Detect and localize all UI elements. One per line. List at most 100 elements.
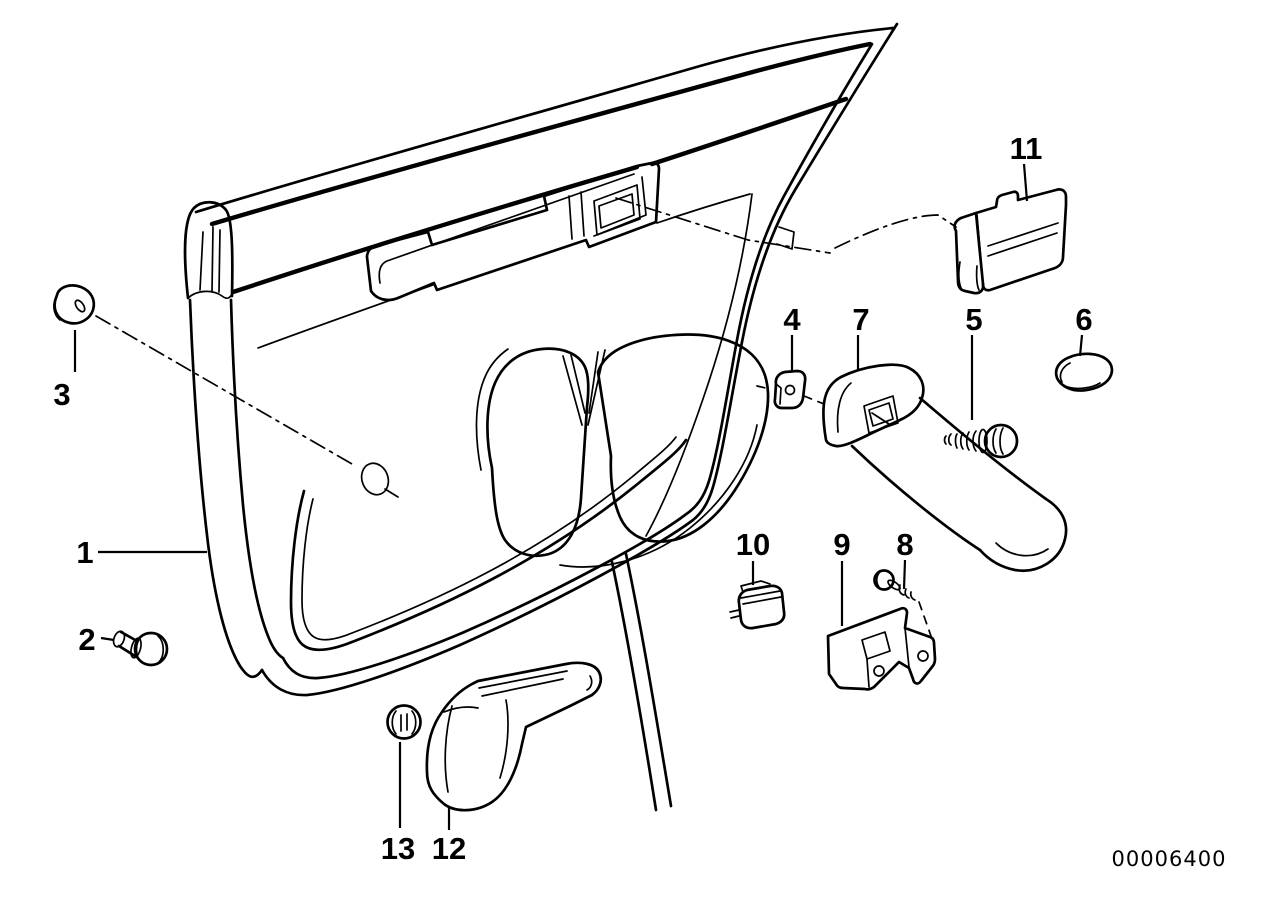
plug-lip xyxy=(740,590,782,605)
panel-map-pocket-outer xyxy=(289,438,688,652)
panel-pillar-cap xyxy=(183,200,234,300)
screw5-tip xyxy=(943,433,952,446)
callout-6: 6 xyxy=(1075,302,1092,337)
rivet-shank-end xyxy=(112,630,126,648)
cover-cap-body xyxy=(1054,352,1114,392)
panel-switch-slot-inner xyxy=(378,173,647,284)
panel-pillar-cap-bottom xyxy=(187,290,233,300)
panel-ashtray-notch xyxy=(776,226,795,250)
panel-rear-channel xyxy=(645,193,753,537)
screw8-head xyxy=(873,569,895,591)
bracket-folds xyxy=(827,627,910,688)
panel-cup-outer-line xyxy=(475,348,758,568)
leader-6 xyxy=(1078,334,1084,357)
part-4-clamp-nut xyxy=(756,369,825,410)
pull-top-slot xyxy=(478,670,568,697)
panel-cap-hole-tick xyxy=(384,488,399,498)
panel-top-edge-inner xyxy=(209,41,873,227)
ashtray-front-inner xyxy=(976,214,984,285)
rivet-head xyxy=(133,631,169,667)
leader-8 xyxy=(902,559,907,590)
callout-7: 7 xyxy=(852,302,869,337)
clamp-dashes xyxy=(756,385,825,405)
cap-axis-dashdot xyxy=(95,315,353,465)
panel-lower-channel-tail xyxy=(610,552,673,812)
callout-10: 10 xyxy=(736,527,770,562)
armrest-body-top xyxy=(918,396,1048,501)
armrest-end-cap-inner xyxy=(995,542,1049,557)
ashtray-body xyxy=(974,188,1068,292)
grommet-outer xyxy=(386,704,422,740)
panel-switch-slot-divider xyxy=(568,191,585,240)
part-12-door-pull xyxy=(425,661,603,812)
part-2-expanding-rivet xyxy=(112,630,169,667)
ashtray-front-face xyxy=(953,211,985,295)
part-9-bracket xyxy=(826,606,937,691)
panel-switch-slot-window xyxy=(593,184,641,236)
cap-lip xyxy=(53,294,61,321)
part-13-grommet xyxy=(386,704,422,740)
clamp-hole xyxy=(784,384,796,396)
plug-tail xyxy=(729,609,740,619)
screw8-threads xyxy=(898,584,916,601)
cover-cap-inner xyxy=(1059,362,1101,390)
part-6-cover-cap xyxy=(1054,352,1114,392)
part-11-ashtray xyxy=(953,188,1068,295)
callout-5: 5 xyxy=(965,302,982,337)
part-3-cap xyxy=(53,284,96,325)
armrest-pad-inner xyxy=(836,382,852,433)
callout-4: 4 xyxy=(783,302,801,337)
panel-cap-hole xyxy=(360,462,390,496)
panel-cup-right xyxy=(596,333,770,543)
callout-1: 1 xyxy=(76,535,93,570)
plug-flap xyxy=(740,580,771,593)
screw5-head xyxy=(983,423,1019,459)
part-7-armrest xyxy=(822,363,1068,573)
grommet-bars xyxy=(400,713,408,732)
plug-body xyxy=(737,584,786,630)
panel-right-edge-inner xyxy=(281,42,874,680)
ashtray-axis-dashdot xyxy=(615,197,957,254)
part-8-screw xyxy=(873,569,932,637)
bracket-cutout xyxy=(861,631,891,660)
panel-left-edge-inner xyxy=(229,298,285,660)
panel-right-edge-outer xyxy=(260,22,899,697)
rivet-collar xyxy=(130,637,142,659)
panel-switch-slot-outline xyxy=(365,161,661,302)
screw8-axis xyxy=(918,601,932,637)
cap-slot xyxy=(74,299,86,313)
panel-cup-grip xyxy=(562,349,606,426)
panel-cup-left-pocket xyxy=(486,347,590,558)
armrest-screw-pocket xyxy=(863,395,899,434)
panel-trim-band-upper xyxy=(230,96,849,295)
callout-9: 9 xyxy=(833,527,850,562)
leader-2 xyxy=(100,636,115,642)
callout-13: 13 xyxy=(381,831,415,866)
panel-map-pocket-inner xyxy=(301,436,677,641)
panel-left-edge-outer xyxy=(188,298,264,679)
clamp-body xyxy=(773,369,807,410)
grommet-inner-arcs xyxy=(391,710,417,735)
bracket-hole-front xyxy=(873,665,885,677)
screw8-head-detail xyxy=(875,572,880,588)
callout-leader-lines xyxy=(73,163,1084,830)
panel-pillar-cap-hatch xyxy=(199,226,221,293)
pull-outline xyxy=(425,661,603,812)
panel-top-edge-outer xyxy=(194,26,895,214)
bracket-hole-flange xyxy=(917,650,929,662)
clamp-side xyxy=(775,383,782,405)
bracket-outline xyxy=(826,606,937,691)
part-5-screw xyxy=(943,423,1019,459)
pull-tip-inner xyxy=(586,675,593,691)
ashtray-lid-lines xyxy=(987,222,1059,257)
screw5-slot xyxy=(992,427,1004,455)
callout-8: 8 xyxy=(896,527,913,562)
callout-labels: 1 2 3 4 5 6 7 8 9 10 11 12 13 xyxy=(53,131,1092,866)
ashtray-feet xyxy=(958,261,980,291)
screw5-collar xyxy=(978,428,988,454)
cap-body xyxy=(53,284,96,325)
leader-11 xyxy=(1022,163,1029,202)
part-1-door-trim-panel xyxy=(95,22,957,812)
